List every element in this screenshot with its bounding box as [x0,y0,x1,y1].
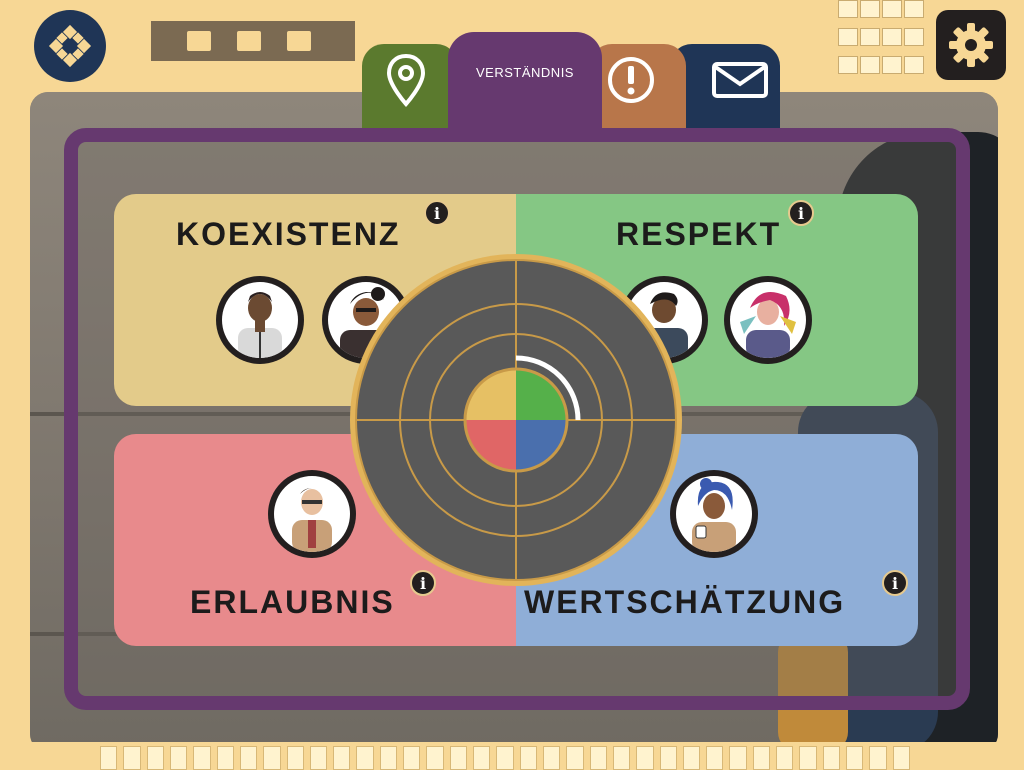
exclamation-circle-icon [608,57,654,103]
character-portrait-icon [292,488,332,552]
map-pin-icon [386,53,426,107]
top-left-decoration [148,0,358,78]
info-respekt-button[interactable]: i [788,200,814,226]
tab-mail[interactable] [670,44,780,130]
tab-alert[interactable] [590,44,686,130]
info-koexistenz-button[interactable]: i [424,200,450,226]
wheel-center-segment[interactable] [516,370,566,420]
tab-verstaendnis-label: VERSTÄNDNIS [476,64,574,80]
wheel-center-segment[interactable] [466,370,516,420]
gear-icon [949,23,993,67]
wheel-center-segment[interactable] [516,420,566,470]
envelope-icon [712,62,768,98]
quadrant-koexistenz-title: KOEXISTENZ [176,216,401,252]
wheel-center-rim [463,367,569,473]
compass-button[interactable] [34,10,106,82]
character-portrait-icon [740,292,796,358]
avatar[interactable] [724,276,812,364]
avatar[interactable] [670,470,758,558]
wheel-progress-arc [515,355,581,421]
info-wertschaetzung-button[interactable]: i [882,570,908,596]
settings-button[interactable] [936,10,1006,80]
understanding-wheel [350,254,682,586]
quadrant-erlaubnis-title: ERLAUBNIS [190,584,395,620]
quadrant-wertschaetzung-title: WERTSCHÄTZUNG [524,584,846,620]
info-erlaubnis-button[interactable]: i [410,570,436,596]
quadrant-respekt-title: RESPEKT [616,216,782,252]
character-portrait-icon [238,292,282,358]
wheel-center-segment[interactable] [466,420,516,470]
character-portrait-icon [692,478,736,552]
compass-icon [48,24,92,68]
avatar[interactable] [216,276,304,364]
avatar[interactable] [268,470,356,558]
tab-verstaendnis[interactable]: VERSTÄNDNIS [448,32,602,130]
tab-map[interactable] [362,44,458,130]
bottom-decoration [100,746,910,770]
top-right-decoration [838,0,928,80]
